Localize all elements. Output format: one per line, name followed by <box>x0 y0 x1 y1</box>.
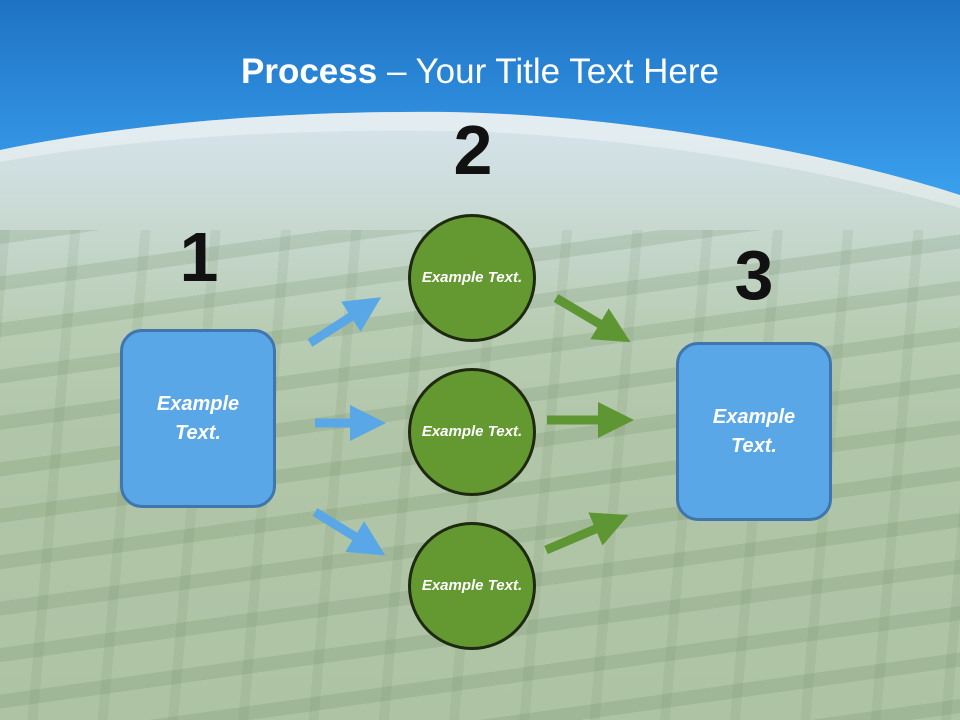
circle-top: Example Text. <box>408 214 536 342</box>
green-arrow-top <box>553 294 631 343</box>
slide-title: Process – Your Title Text Here <box>0 52 960 92</box>
step-number-3: 3 <box>734 236 774 314</box>
circle-top-label: Example Text. <box>421 268 523 286</box>
title-bold: Process <box>241 52 378 91</box>
circle-bottom: Example Text. <box>408 522 536 650</box>
green-arrow-bottom <box>544 512 629 555</box>
right-step-label: Example Text. <box>712 405 796 457</box>
circle-bottom-label: Example Text. <box>421 576 523 594</box>
title-rest: – Your Title Text Here <box>377 52 719 91</box>
circle-middle: Example Text. <box>408 368 536 496</box>
left-step-label: Example Text. <box>156 392 240 444</box>
left-step-box: Example Text. <box>120 329 276 508</box>
right-step-box: Example Text. <box>676 342 832 521</box>
circle-middle-label: Example Text. <box>421 422 523 440</box>
step-number-2: 2 <box>453 111 493 189</box>
step-number-1: 1 <box>179 218 219 296</box>
blue-arrow-up <box>307 297 382 347</box>
blue-arrow-down <box>312 508 386 556</box>
